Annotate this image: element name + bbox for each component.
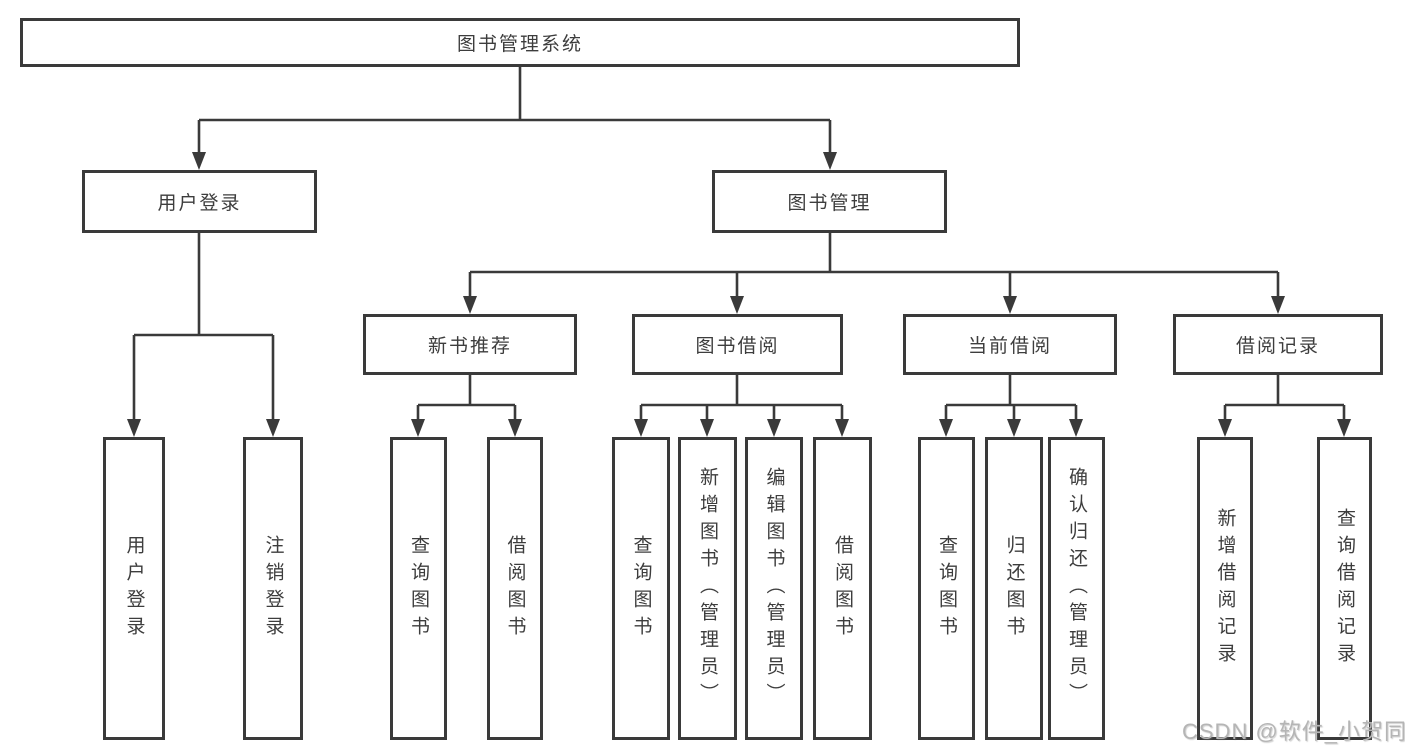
node-new-book-recommendation: 新书推荐 <box>363 314 577 375</box>
node-borrowing-records: 借阅记录 <box>1173 314 1383 375</box>
node-book-management: 图书管理 <box>712 170 947 233</box>
node-add-books-admin: 新增图书（管理员） <box>678 437 737 740</box>
node-query-borrow-record: 查询借阅记录 <box>1317 437 1372 740</box>
node-borrow-books-recommend: 借阅图书 <box>487 437 543 740</box>
node-query-books-borrow: 查询图书 <box>612 437 670 740</box>
node-user-login-leaf: 用户登录 <box>103 437 165 740</box>
node-query-books-recommend: 查询图书 <box>390 437 447 740</box>
node-borrow-books: 借阅图书 <box>813 437 872 740</box>
watermark: CSDN @软件_小贺同学 <box>1182 719 1405 744</box>
node-current-borrowing: 当前借阅 <box>903 314 1117 375</box>
node-edit-books-admin: 编辑图书（管理员） <box>745 437 803 740</box>
node-return-books: 归还图书 <box>985 437 1043 740</box>
node-user-login: 用户登录 <box>82 170 317 233</box>
node-logout-login: 注销登录 <box>243 437 303 740</box>
node-add-borrow-record: 新增借阅记录 <box>1197 437 1253 740</box>
node-book-borrowing: 图书借阅 <box>632 314 843 375</box>
node-root: 图书管理系统 <box>20 18 1020 67</box>
node-query-books-current: 查询图书 <box>918 437 975 740</box>
node-confirm-return-admin: 确认归还（管理员） <box>1048 437 1105 740</box>
